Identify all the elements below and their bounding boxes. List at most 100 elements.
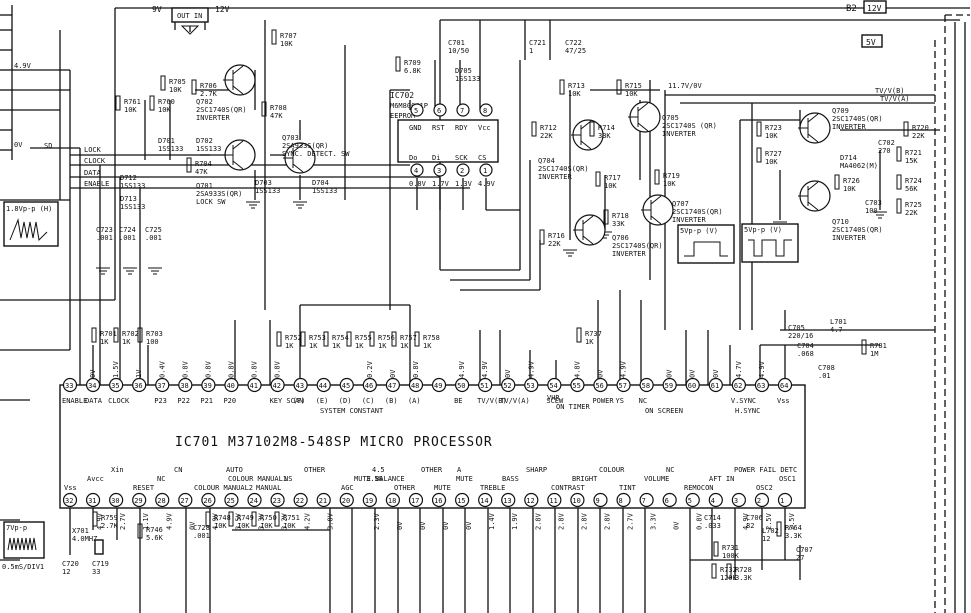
pin-label: P21: [200, 397, 213, 405]
pin-circle: [339, 492, 354, 508]
capacitor-labels: C70110/50C7211C72247/25C723.001C724.001C…: [62, 39, 895, 576]
pin-circle: [85, 492, 101, 508]
resistor-symbol: [346, 331, 352, 347]
pin-voltage: 0V: [442, 521, 450, 530]
pin-circle: [431, 377, 447, 393]
resistor-ref: R718: [612, 212, 629, 220]
resistor-ref: R712: [540, 124, 557, 132]
resistor-symbol: [300, 331, 306, 347]
pin-voltage: 0V: [504, 369, 512, 378]
pin-label: RST: [432, 124, 445, 132]
resistor-value: 1K: [285, 342, 294, 350]
pin-circle: [224, 377, 239, 393]
pin-voltage: 4.9V: [481, 360, 489, 378]
capacitor-value: 47/25: [565, 47, 586, 55]
diode-ref: D702: [196, 137, 213, 145]
resistor-symbol: [539, 229, 545, 245]
pin-circle: [385, 377, 401, 393]
diode-part: 1SS133: [312, 187, 337, 195]
pin-label: BE: [454, 397, 462, 405]
pin-number: 4: [414, 167, 418, 175]
pin-number: 29: [134, 497, 142, 505]
pin-label: SCEW: [546, 397, 564, 405]
pin-number: 31: [88, 497, 96, 505]
pin-number: 27: [180, 497, 188, 505]
pin-number: 56: [595, 382, 603, 390]
resistor-symbol: [589, 121, 595, 137]
ic701-function-label: 4.5: [372, 466, 385, 474]
transistor-ref: Q701: [196, 182, 213, 190]
resistor-symbol: [756, 147, 762, 163]
pin-label: V.SYNC: [731, 397, 756, 405]
pin-voltage: 4.2V: [304, 512, 312, 530]
ic701-function-label: BRIGHT: [572, 475, 598, 483]
resistor-value: 10K: [765, 158, 778, 166]
resistor-ref: R749: [237, 514, 254, 522]
pin-number: 36: [134, 382, 142, 390]
pin-circle: [501, 492, 516, 508]
resistor-ref: R746: [146, 526, 163, 534]
resistor-value: 1K: [100, 338, 109, 346]
pin-number: 23: [273, 497, 281, 505]
resistor-symbol: [711, 563, 717, 579]
pin-circle: [316, 377, 331, 393]
pin-number: 26: [203, 497, 211, 505]
resistor-symbol: [713, 541, 719, 557]
capacitor-ref: C701: [448, 39, 465, 47]
pin-label: (C): [362, 397, 375, 405]
pin-number: 12: [526, 497, 534, 505]
pin-number: 41: [250, 382, 258, 390]
ic701-pin-63: 634.9V: [754, 360, 770, 393]
pin-number: 21: [319, 497, 327, 505]
pin-circle: [731, 377, 746, 393]
ic701-pin-21: 213.8V: [316, 492, 335, 530]
pin-circle: [777, 377, 793, 393]
pin-circle: [201, 492, 216, 508]
pin-circle: [433, 103, 447, 117]
vhr-label: VHR: [547, 394, 560, 402]
left-0v: 0V: [14, 141, 23, 149]
resistor-symbol: [115, 95, 121, 111]
ic701-function-label: MUTE BALANCE: [354, 475, 405, 483]
pin-circle: [270, 492, 285, 508]
transistor-function: INVERTER: [672, 216, 707, 224]
pin-label: CS: [478, 154, 486, 162]
ic702-ref: IC702: [390, 91, 414, 100]
capacitor-ref: C707: [796, 546, 813, 554]
pin-circle: [362, 492, 377, 508]
transistor-labels: Q7022SC1740S(QR)INVERTERQ7012SA933S(QR)L…: [196, 98, 883, 258]
pin-label: Di: [432, 154, 440, 162]
ic701-pin-24: 243.3V: [247, 492, 266, 530]
ic701-function-label: CONTRAST: [551, 484, 586, 492]
pin-label: RDY: [455, 124, 468, 132]
resistor-symbol: [531, 121, 537, 137]
ic701-function-label: MUTE: [456, 475, 473, 483]
resistor-ref: R715: [625, 82, 642, 90]
transistor-ref: Q704: [538, 157, 555, 165]
pin-number: 15: [457, 497, 465, 505]
pin-label: P23: [154, 397, 167, 405]
resistor-ref: R728: [735, 566, 752, 574]
resistor-value: 1K: [378, 342, 387, 350]
capacitor-ref: C725: [145, 226, 162, 234]
capacitor-value: 1: [529, 47, 533, 55]
resistor-ref: R714: [598, 124, 615, 132]
pin-circle: [570, 492, 585, 508]
pin-number: 61: [711, 382, 719, 390]
pin-circle: [454, 492, 470, 508]
ic701-function-label: SHARP: [526, 466, 547, 474]
pin-number: 28: [157, 497, 165, 505]
pin-circle: [731, 492, 746, 508]
ic701-body: [59, 384, 806, 509]
